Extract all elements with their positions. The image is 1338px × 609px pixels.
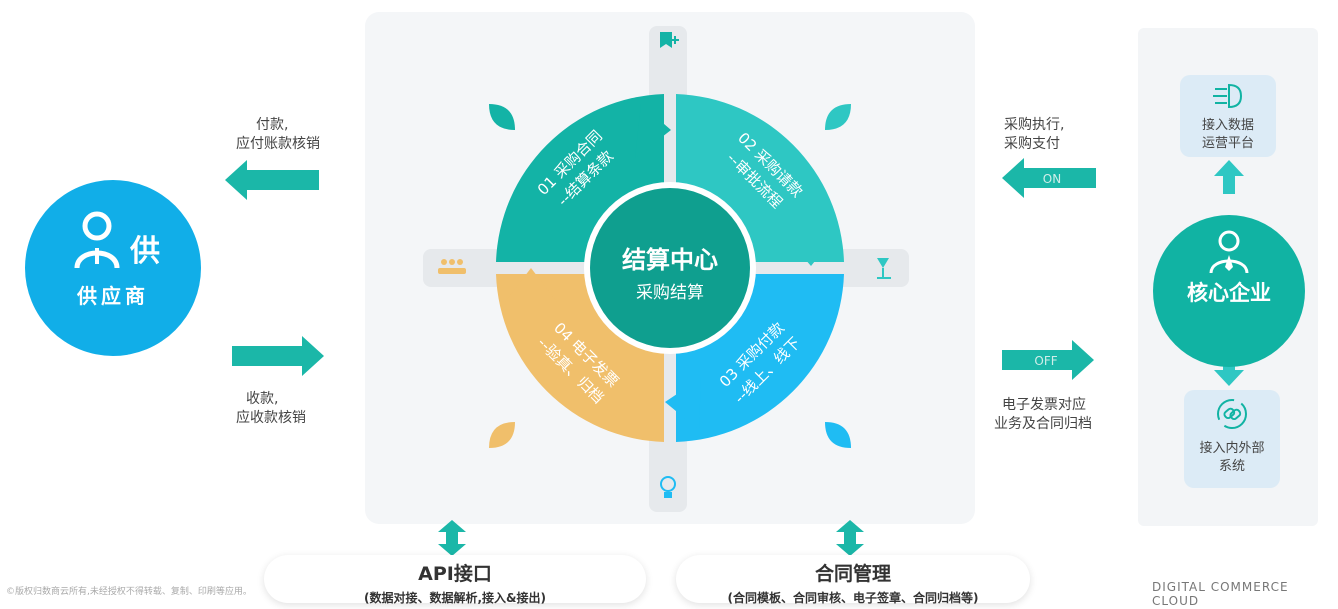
- copyright-text: ©版权归数商云所有,未经授权不得转载、复制、印刷等应用。: [6, 587, 252, 597]
- center-title: 结算中心: [622, 246, 718, 274]
- pay-arrow: [225, 160, 319, 200]
- pay-label: 付款, 应付账款核销: [236, 117, 320, 152]
- business-person-icon: [1209, 230, 1249, 274]
- drop-top-left: [489, 104, 515, 130]
- brand-text: DIGITAL COMMERCE CLOUD: [1152, 580, 1289, 608]
- link-sync-icon: [1217, 399, 1247, 429]
- svg-text:OFF: OFF: [1034, 354, 1057, 368]
- api-subtitle: (数据对接、数据解析,接入&接出): [364, 591, 546, 605]
- drop-bottom-right: [825, 422, 851, 448]
- receive-label: 收款, 应收款核销: [236, 391, 306, 426]
- off-arrow: OFF: [1002, 340, 1094, 380]
- settlement-diagram: 01 采购合同 --结算条款 02 采购请款 --审批流程 03 采购付款 --…: [423, 26, 909, 512]
- contract-double-arrow: [836, 520, 864, 556]
- lightbulb-icon: [660, 476, 676, 498]
- document-plus-icon: [660, 32, 679, 48]
- svg-text:ON: ON: [1043, 172, 1061, 186]
- segment-04-tip: [505, 268, 557, 302]
- on-arrow: ON: [1002, 158, 1096, 198]
- segment-02: [676, 94, 844, 262]
- drop-bottom-left: [489, 422, 515, 448]
- internal-external-box: 接入内外部 系统: [1184, 390, 1280, 488]
- contract-title: 合同管理: [814, 563, 891, 585]
- segment-04: [496, 274, 664, 442]
- segment-02-tip: [785, 236, 835, 266]
- receive-arrow: [232, 336, 324, 376]
- core-circle: 核心企业: [1153, 215, 1305, 367]
- segment-01: [496, 94, 664, 262]
- desk-lamp-icon: [877, 258, 891, 279]
- supplier-circle: 供 供应商: [25, 180, 201, 356]
- data-platform-box: 接入数据 运营平台: [1180, 75, 1276, 157]
- exec-label: 采购执行, 采购支付: [1004, 117, 1065, 152]
- meeting-people-icon: [438, 259, 466, 274]
- center-circle: [590, 188, 750, 348]
- supplier-glyph: 供: [130, 234, 160, 269]
- supplier-name: 供应商: [77, 284, 149, 308]
- core-name: 核心企业: [1187, 281, 1271, 305]
- contract-box: 合同管理 (合同模板、合同审核、电子签章、合同归档等): [676, 555, 1030, 605]
- down-arrow: [1214, 352, 1244, 386]
- up-arrow: [1214, 160, 1244, 194]
- api-double-arrow: [438, 520, 466, 556]
- user-icon: [74, 211, 120, 269]
- segment-03: [676, 274, 844, 442]
- api-box: API接口 (数据对接、数据解析,接入&接出): [264, 555, 646, 605]
- center-subtitle: 采购结算: [636, 283, 704, 303]
- segment-03-tip: [665, 378, 701, 430]
- brain-network-icon: [1213, 83, 1243, 109]
- invoice-label: 电子发票对应 业务及合同归档: [994, 397, 1092, 432]
- drop-top-right: [825, 104, 851, 130]
- segment-01-tip: [635, 104, 671, 158]
- api-title: API接口: [418, 563, 492, 585]
- contract-subtitle: (合同模板、合同审核、电子签章、合同归档等): [727, 591, 979, 605]
